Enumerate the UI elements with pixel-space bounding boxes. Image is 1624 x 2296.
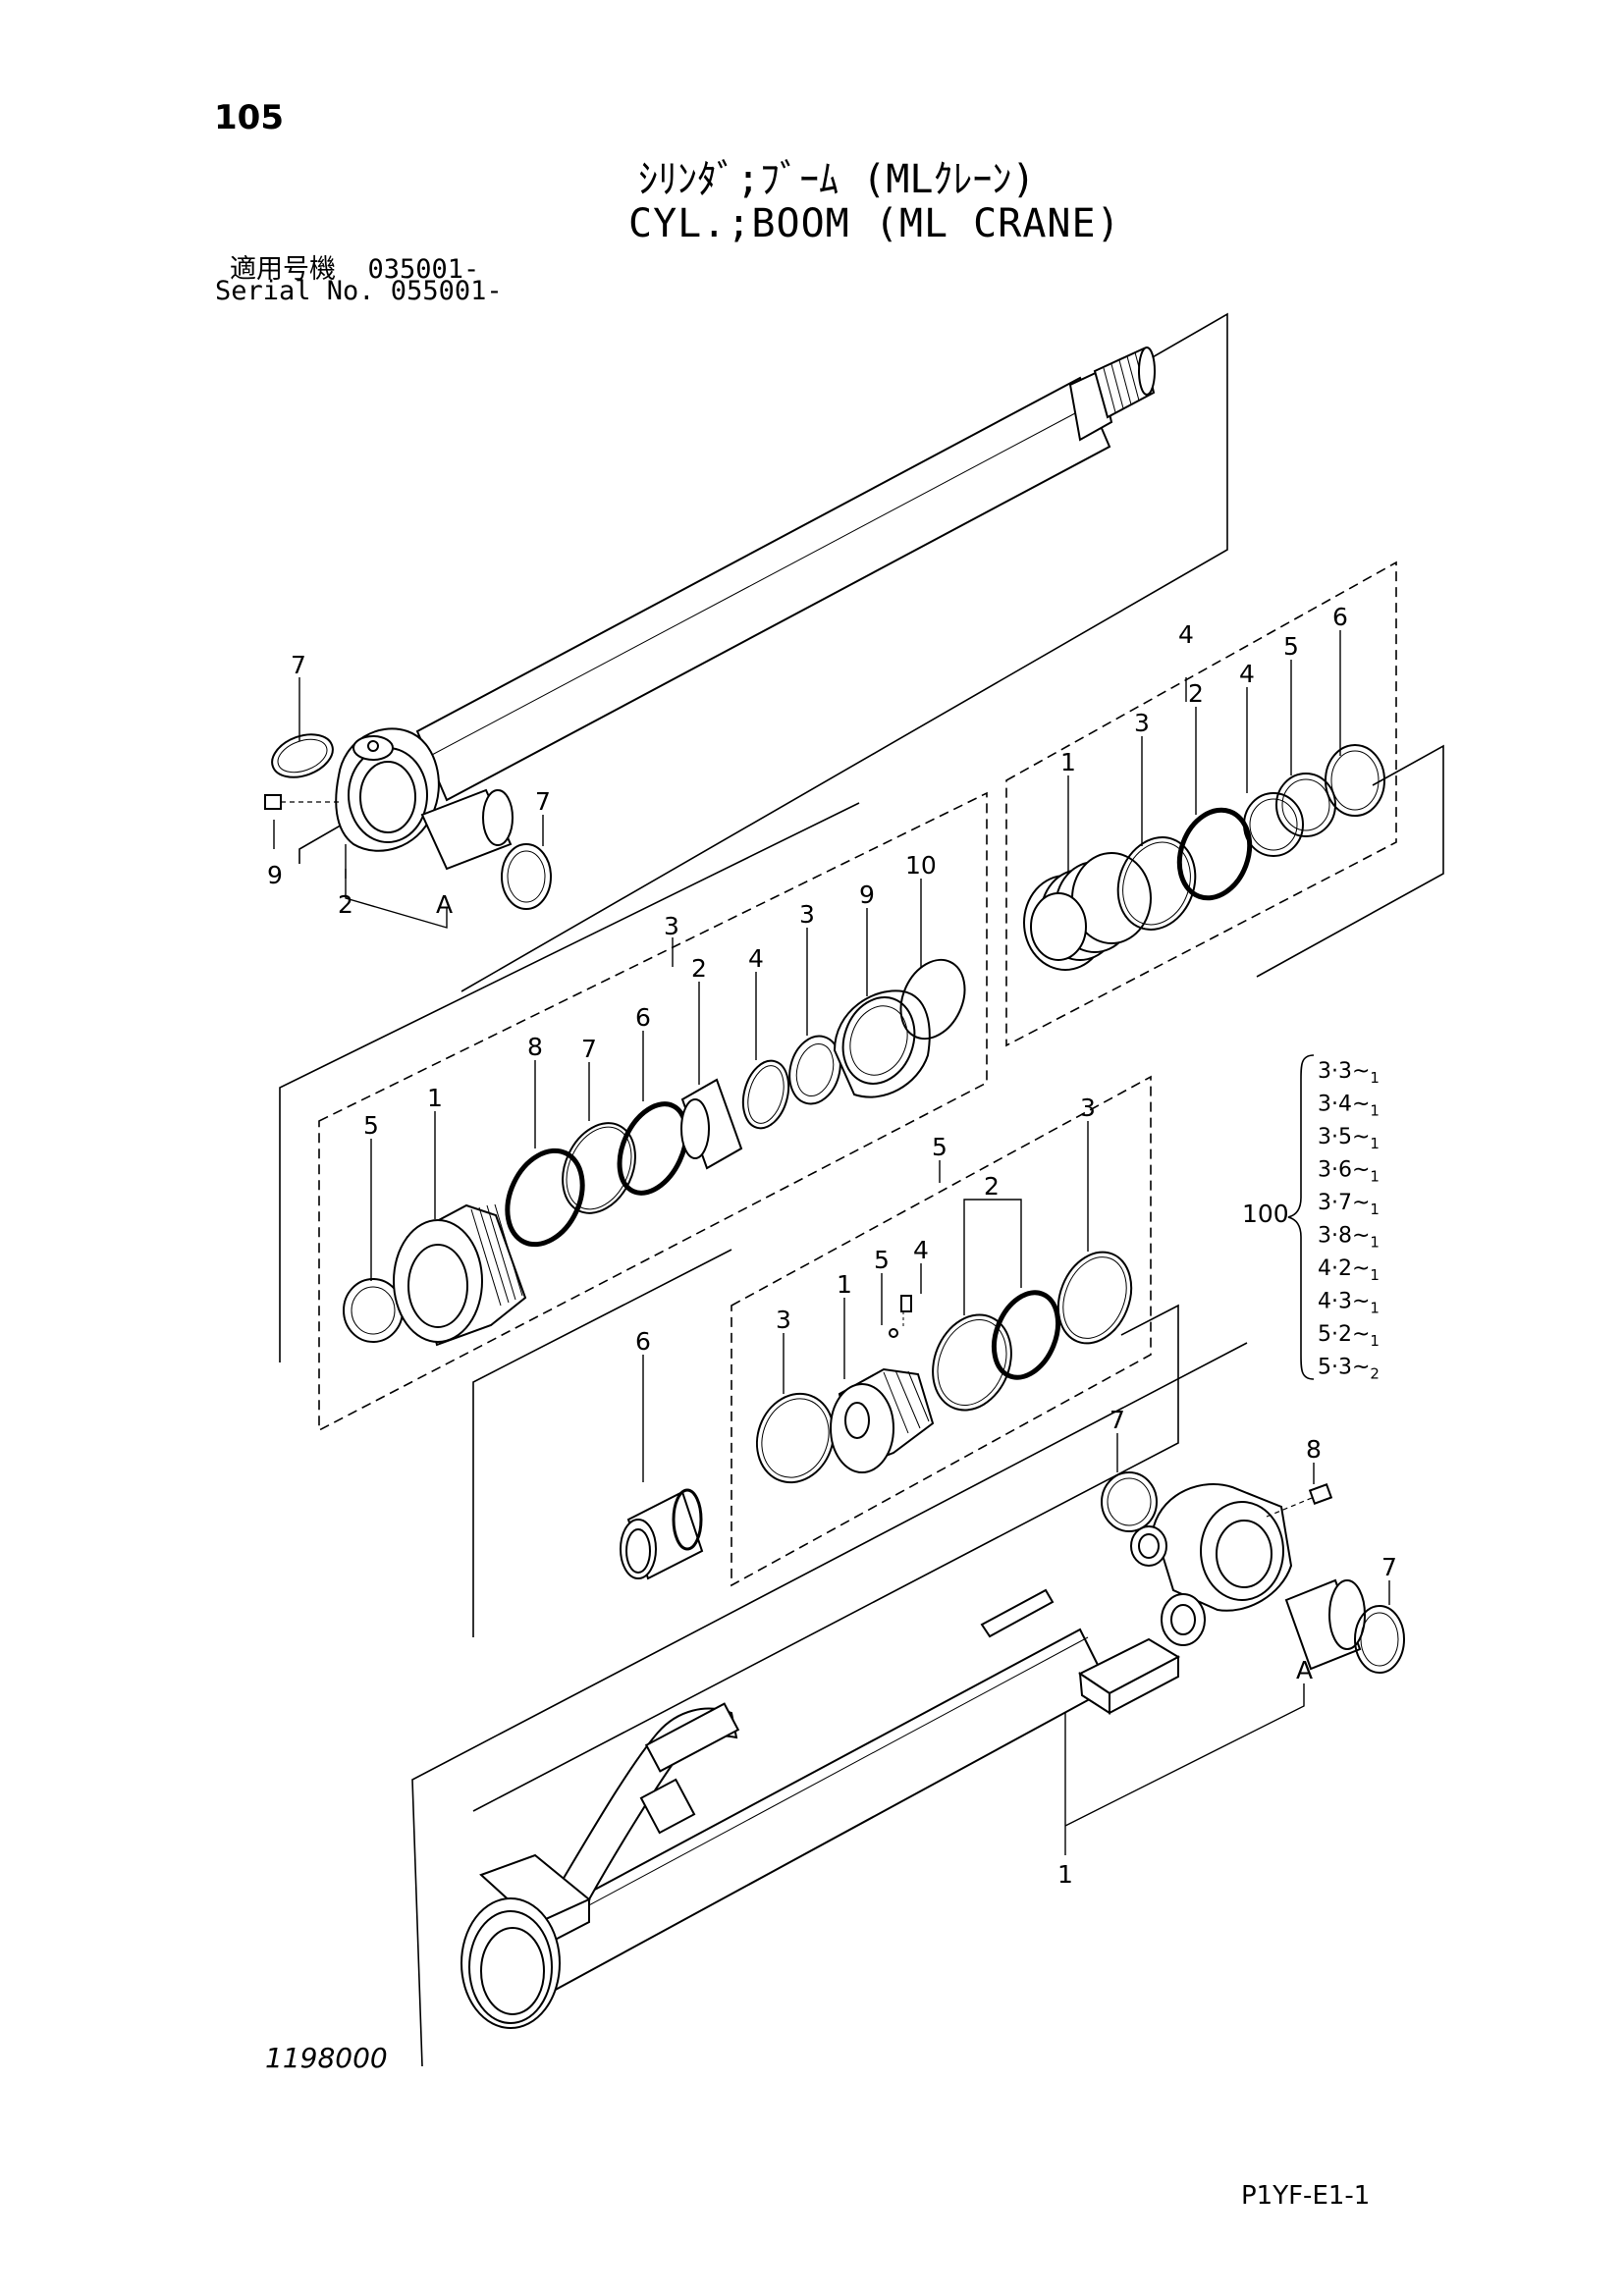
callout: 2 [691,954,707,983]
callout: 9 [267,861,283,889]
callout: 7 [581,1035,597,1063]
serial-english: Serial No. 055001- [215,276,503,306]
callout: 7 [1110,1406,1125,1434]
callout: 3 [664,912,679,940]
wear-ring [755,1392,836,1484]
piston-kit-5 [472,1075,1179,1812]
cylinder-tube [464,1628,1111,2024]
kit-list-item: 3·8~1 [1318,1224,1380,1252]
callout: 8 [527,1033,543,1061]
kit-4-dashed-frame [1005,561,1397,1047]
serial-japanese: 適用号機 035001- [230,254,480,285]
snap-ring [899,958,966,1041]
cylinder-tube-assembly [411,1342,1405,2067]
callout: 5 [932,1133,947,1161]
brace [1287,1054,1315,1380]
kit-list-item: 3·4~1 [1318,1093,1380,1120]
callout: 5 [363,1111,379,1140]
kit-list-item: 3·3~1 [1318,1059,1380,1087]
callout: 4 [748,944,764,973]
kit-100-label: 100 [1242,1200,1289,1228]
callout: 3 [1134,709,1150,737]
callout-labels: 7 9 2 A 7 4 1 3 2 4 5 6 3 5 1 8 7 6 2 4 … [267,603,1397,1889]
callout: 10 [905,851,937,880]
callout: 3 [1080,1094,1096,1122]
callout: 5 [874,1246,890,1274]
callout: 4 [913,1236,929,1264]
callout: 3 [776,1306,791,1334]
callout: 6 [635,1327,651,1356]
page-number: 105 [214,98,284,137]
callout: 4 [1178,620,1194,649]
callout: 9 [859,881,875,909]
callout: A [436,890,453,919]
callout: 3 [799,900,815,929]
backup-ring [1243,792,1304,857]
callout: 1 [427,1084,443,1112]
grease-fitting-icon [1266,1483,1333,1518]
title-english: CYL.;BOOM (ML CRANE) [628,201,1121,246]
callout: 1 [1057,1860,1073,1889]
callout: 2 [338,890,353,919]
drawing-number: 1198000 [265,2042,388,2074]
snap-ring [1101,1471,1158,1532]
steel-ball-icon [889,1328,898,1338]
title-japanese: ｼﾘﾝﾀﾞ;ﾌﾞｰﾑ (MLｸﾚｰﾝ) [638,157,1036,202]
callout: 7 [535,787,551,816]
kit-100-list: 100 3·3~1 3·4~1 3·5~1 3·6~1 3·7~1 3·8~1 4·2~1 4… [1242,1054,1380,1383]
o-ring [991,1290,1061,1380]
kit-list-item: 3·6~1 [1318,1158,1380,1186]
kit-3-dashed-frame [318,791,988,1432]
backup-ring [562,1122,636,1214]
callout: 2 [1188,679,1204,708]
callout: 1 [1060,748,1076,776]
piston-rod [415,376,1111,802]
kit-list-item: 4·2~1 [1318,1256,1380,1284]
set-screw-icon [900,1295,912,1312]
callout: 6 [1332,603,1348,631]
rod-thread-end [1138,347,1156,396]
kit-list-item: 4·3~1 [1318,1290,1380,1317]
snap-ring [1354,1605,1405,1674]
snap-ring [501,843,552,910]
o-ring [1116,836,1197,931]
callout: 8 [1306,1435,1322,1464]
callout: 2 [984,1172,1000,1201]
seal-kit-3 [279,791,988,1432]
callout: 4 [1239,660,1255,688]
callout: 7 [1381,1553,1397,1581]
o-ring [617,1101,689,1196]
kit-5-dashed-frame [731,1075,1152,1587]
o-ring [1176,807,1253,901]
kit-list-item: 5·2~1 [1318,1322,1380,1350]
kit-list-item: 3·5~1 [1318,1125,1380,1152]
page-code: P1YF-E1-1 [1241,2181,1371,2211]
grease-fitting-icon [264,794,339,810]
snap-ring [271,733,334,778]
callout: 7 [291,651,306,679]
callout: 1 [837,1270,852,1299]
seal-kit-4 [1005,561,1444,1047]
piston-rod-assembly [264,312,1228,992]
kit-list-item: 3·7~1 [1318,1191,1380,1218]
o-ring [505,1148,585,1248]
callout: 5 [1283,632,1299,661]
callout: 6 [635,1003,651,1032]
kit-list-item: 5·3~2 [1318,1356,1380,1383]
rod-frame [298,312,1228,992]
callout: A [1296,1656,1313,1684]
